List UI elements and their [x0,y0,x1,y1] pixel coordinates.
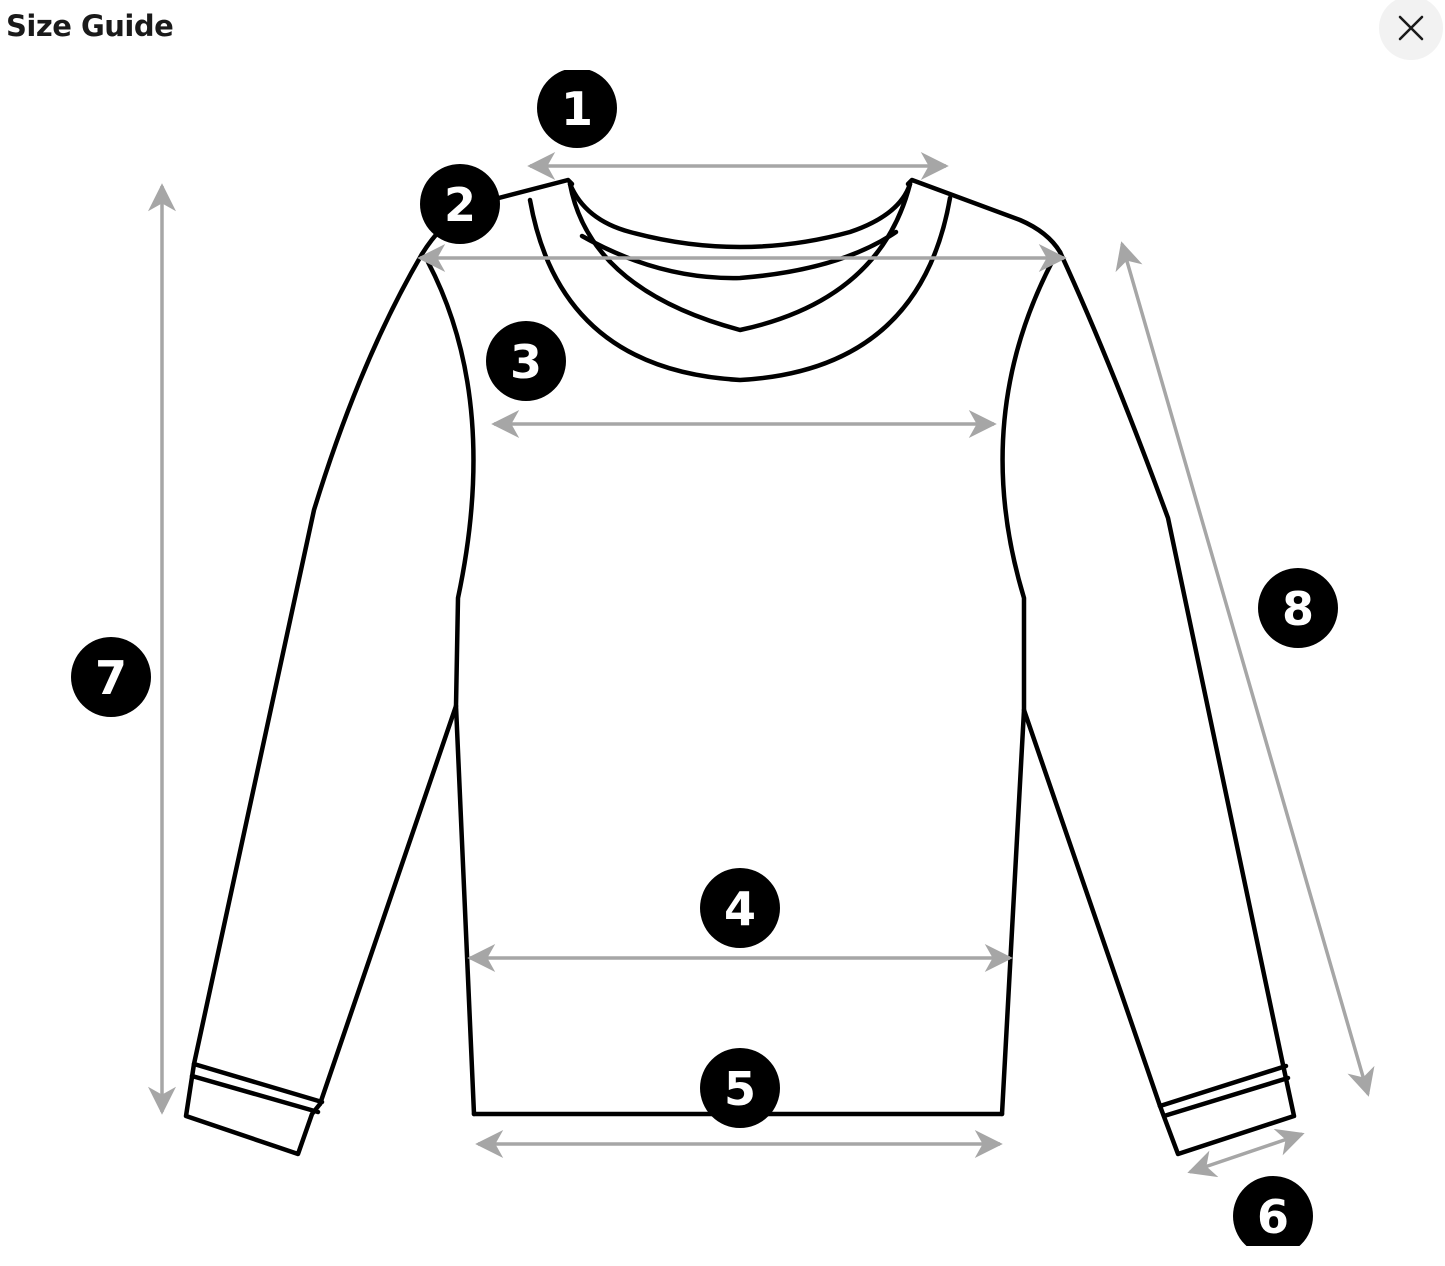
svg-text:1: 1 [561,82,593,136]
size-diagram: 1 2 3 4 5 6 7 [0,70,1445,1246]
sweater-outline [183,177,1297,1157]
modal-title: Size Guide [6,9,174,43]
measurement-arrows [148,152,1375,1178]
arrow-8-sleeve [1115,241,1375,1097]
marker-badge-8: 8 [1258,568,1338,648]
marker-badge-7: 7 [71,637,151,717]
svg-text:5: 5 [724,1062,756,1116]
svg-text:7: 7 [95,651,127,705]
close-button[interactable] [1379,0,1443,60]
marker-badge-6: 6 [1233,1176,1313,1246]
marker-badge-2: 2 [420,164,500,244]
svg-text:4: 4 [724,882,756,936]
svg-text:2: 2 [444,178,476,232]
close-icon [1398,15,1424,41]
arrow-6-cuff [1187,1128,1305,1178]
marker-badge-3: 3 [486,321,566,401]
marker-badge-1: 1 [537,70,617,148]
svg-text:8: 8 [1282,582,1314,636]
marker-badge-5: 5 [700,1048,780,1128]
marker-badge-4: 4 [700,868,780,948]
svg-text:6: 6 [1257,1190,1289,1244]
svg-text:3: 3 [510,335,542,389]
